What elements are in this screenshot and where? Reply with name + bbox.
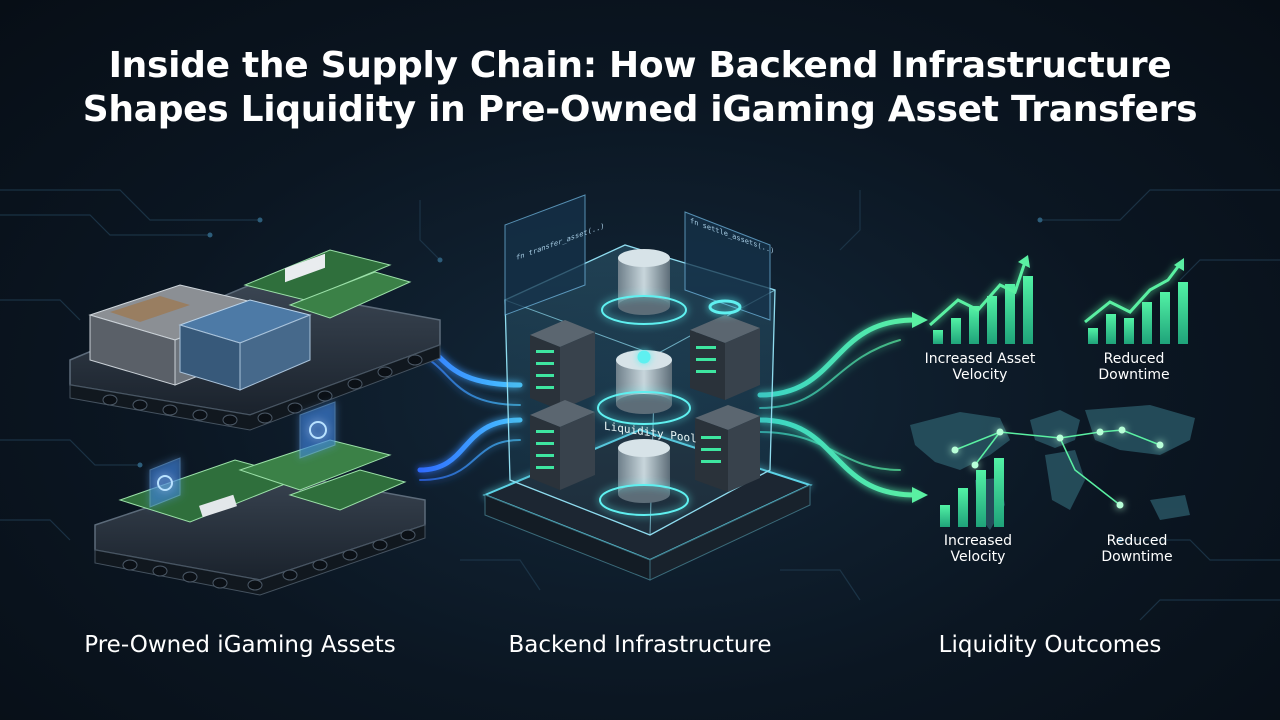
code-panel-right [684,211,771,321]
chart-reduced-downtime [1084,258,1188,344]
holo-icon-recycle [149,457,181,508]
chart-label-downtime-map: Reduced Downtime [1072,533,1202,565]
holo-icon-settings [299,401,336,459]
chart3-line1: Increased [943,533,1013,549]
page-title: Inside the Supply Chain: How Backend Inf… [0,44,1280,132]
chart1-line2: Velocity [952,367,1008,383]
chart4-line1: Reduced [1106,533,1168,549]
server-racks [530,315,760,492]
section-label-backend: Backend Infrastructure [508,632,772,658]
world-map [910,405,1195,530]
chart-velocity-map [940,458,1004,527]
title-line-1: Inside the Supply Chain: How Backend Inf… [108,45,1172,86]
chart-asset-velocity [929,255,1033,344]
network-links [954,429,1161,506]
flow-lines-green [757,317,918,498]
circuit-nodes [137,217,1123,543]
chart-label-reduced-downtime: Reduced Downtime [1069,351,1199,383]
circuit-board-green-bottom [118,439,407,523]
network-nodes [951,426,1164,509]
database-cylinders [616,249,672,503]
chart-label-asset-velocity: Increased Asset Velocity [915,351,1045,383]
chart2-line1: Reduced [1103,351,1165,367]
title-line-2: Shapes Liquidity in Pre-Owned iGaming As… [82,89,1198,130]
circuit-board-green-top [243,249,412,319]
glow-rings [597,295,742,516]
chart2-line2: Downtime [1098,367,1170,383]
circuit-traces [0,189,1280,621]
chart3-line2: Velocity [950,549,1006,565]
chart1-line1: Increased Asset [924,351,1036,367]
arrowheads [912,312,928,503]
chart4-line2: Downtime [1101,549,1173,565]
chart-label-increased-velocity: Increased Velocity [913,533,1043,565]
section-label-assets: Pre-Owned iGaming Assets [84,632,396,658]
code-panel-left [504,194,586,316]
server-board-blue [178,299,312,391]
section-label-outcomes: Liquidity Outcomes [938,632,1162,658]
